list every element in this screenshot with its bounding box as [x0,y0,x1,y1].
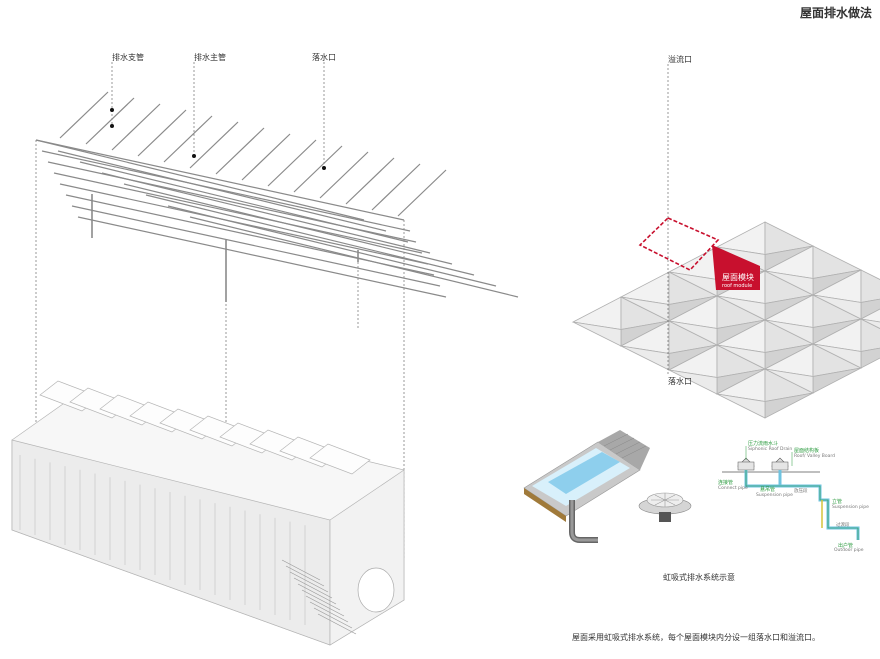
pressure-drain-label-en: Siphonic Roof Drain [748,447,793,452]
transfer-label-cn: 放压段 [794,489,808,494]
overflow-outlet-label: 溢流口 [668,55,692,64]
siphonic-drain-head-icon [638,492,692,522]
drain-outlet-label: 落水口 [312,53,336,62]
pipe-line [47,161,417,243]
pipe-line [137,109,187,157]
suspension-pipe-label-en: Suspension pipe [756,493,793,498]
connect-pipe-label-en: Connect pipe [718,486,748,491]
siphonic-schematic [722,446,860,540]
pipe-line [59,91,109,139]
pipe-line [345,157,395,205]
main-pipe-label: 排水主管 [194,53,226,62]
page-title: 屋面排水做法 [799,6,872,20]
pressure-drain-label-cn: 压力流雨水斗 [748,441,779,447]
riser-label-cn: 立管 [832,499,843,505]
pipe-line [189,121,239,169]
module-drain-label: 落水口 [668,377,692,386]
riser-label-en: Suspension pipe [832,505,869,510]
roof-module-tag-en: roof module [722,283,753,289]
pipe-line [77,216,447,298]
valley-board-label-en: Roof/ Valley Board [794,454,836,459]
pipe-line [35,139,405,221]
pipe-line [85,97,135,145]
connect-pipe-label-cn: 连接管 [718,480,734,486]
pipe-line [53,172,423,254]
outlet-label-en: Outdoor pipe [834,548,864,553]
transition-label-cn: 过渡段 [836,523,850,528]
pipe-line [267,139,317,187]
pipe-line [111,103,161,151]
pipe-line [371,163,421,211]
pipe-line [241,133,291,181]
pipe-line [163,115,213,163]
pipe-line [65,194,435,276]
valley-board-label-cn: 屋面结构板 [794,448,820,454]
pipe-line [71,205,441,287]
pipe-line [59,183,429,265]
roof-module-tag-cn: 屋面模块 [722,273,754,282]
branch-pipe-label: 排水支管 [112,53,144,62]
pipe-line [41,150,411,232]
outlet-label-cn: 出户管 [838,543,854,549]
suspension-pipe-label-cn: 悬吊管 [760,487,776,493]
roof-cutaway-icon [523,430,650,543]
pipe-line [293,145,343,193]
pipe-line [397,169,447,217]
pipe-line [215,127,265,175]
pipe-line [319,151,369,199]
footnote-text: 屋面采用虹吸式排水系统，每个屋面模块内分设一组落水口和溢流口。 [572,633,820,642]
siphonic-caption: 虹吸式排水系统示意 [663,573,735,582]
